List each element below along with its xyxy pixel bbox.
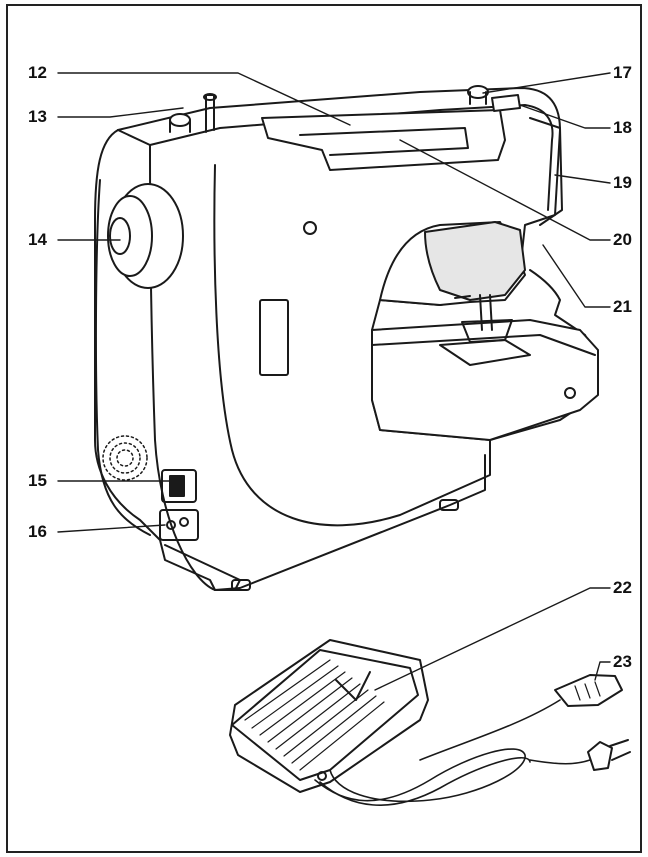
callout-16: 16: [28, 522, 47, 541]
needle-area-head: [424, 221, 526, 301]
power-cord-coil-2: [319, 757, 531, 806]
handle-inner: [299, 127, 469, 156]
leader-lines: [57, 72, 611, 691]
bobbin-winder-knob: [169, 113, 191, 127]
presser-foot: [461, 294, 513, 343]
leader-17: [482, 72, 611, 94]
leader-20: [399, 139, 611, 241]
leader-23: [594, 661, 611, 681]
front-cover-edge: [529, 117, 563, 226]
socket-pin-b: [179, 517, 189, 527]
machine-top-edge: [117, 129, 151, 146]
leader-16: [57, 524, 166, 533]
machine-side-panel: [94, 129, 241, 591]
power-cord-coil: [314, 748, 526, 802]
thread-take-up-lever: [491, 94, 521, 112]
wall-plug: [587, 741, 613, 771]
leader-21: [542, 244, 611, 308]
wall-plug-prongs: [609, 739, 631, 761]
callout-20: 20: [613, 230, 632, 249]
machine-pillar-inner: [213, 164, 491, 527]
callout-19: 19: [613, 173, 632, 192]
callout-13: 13: [28, 107, 47, 126]
power-switch-housing: [161, 469, 197, 503]
machine-foot-rear: [231, 579, 251, 591]
thread-guide-post: [469, 91, 487, 105]
leader-19: [554, 174, 611, 184]
pedal-ribs: [244, 659, 385, 771]
machine-foot-front: [439, 499, 459, 511]
machine-bottom-front: [214, 454, 486, 591]
callout-14: 14: [28, 230, 47, 249]
body-screw: [303, 221, 317, 235]
bed-screw: [564, 387, 576, 399]
socket-pin-a: [166, 520, 176, 530]
bobbin-winder-shaft: [169, 119, 191, 133]
power-cord-to-plug: [419, 699, 561, 761]
carrying-handle: [261, 109, 506, 171]
machine-back-edge: [94, 179, 151, 536]
machine-plug: [554, 674, 623, 707]
machine-head-outline: [149, 104, 554, 211]
callout-12: 12: [28, 63, 47, 82]
callout-22: 22: [613, 578, 632, 597]
leader-22: [374, 587, 611, 691]
spool-pin-cap: [203, 93, 217, 101]
side-window: [259, 299, 289, 376]
vent-grill: [102, 435, 148, 481]
callout-17: 17: [613, 63, 632, 82]
leader-12: [57, 72, 351, 126]
leader-18: [519, 104, 611, 129]
power-switch[interactable]: [169, 475, 185, 497]
machine-plug-ribs: [574, 681, 601, 701]
callout-21: 21: [613, 297, 632, 316]
bed-top-edge: [371, 334, 596, 356]
power-cord-to-wall-plug: [529, 759, 591, 765]
presser-foot-screw: [454, 295, 471, 299]
free-arm-bed: [371, 319, 599, 441]
cord-grommet: [317, 771, 327, 781]
pedal-v-mark: [335, 671, 371, 701]
handwheel-hub: [109, 217, 131, 255]
callout-18: 18: [613, 118, 632, 137]
callout-23: 23: [613, 652, 632, 671]
leader-13: [57, 107, 184, 118]
callout-15: 15: [28, 471, 47, 490]
